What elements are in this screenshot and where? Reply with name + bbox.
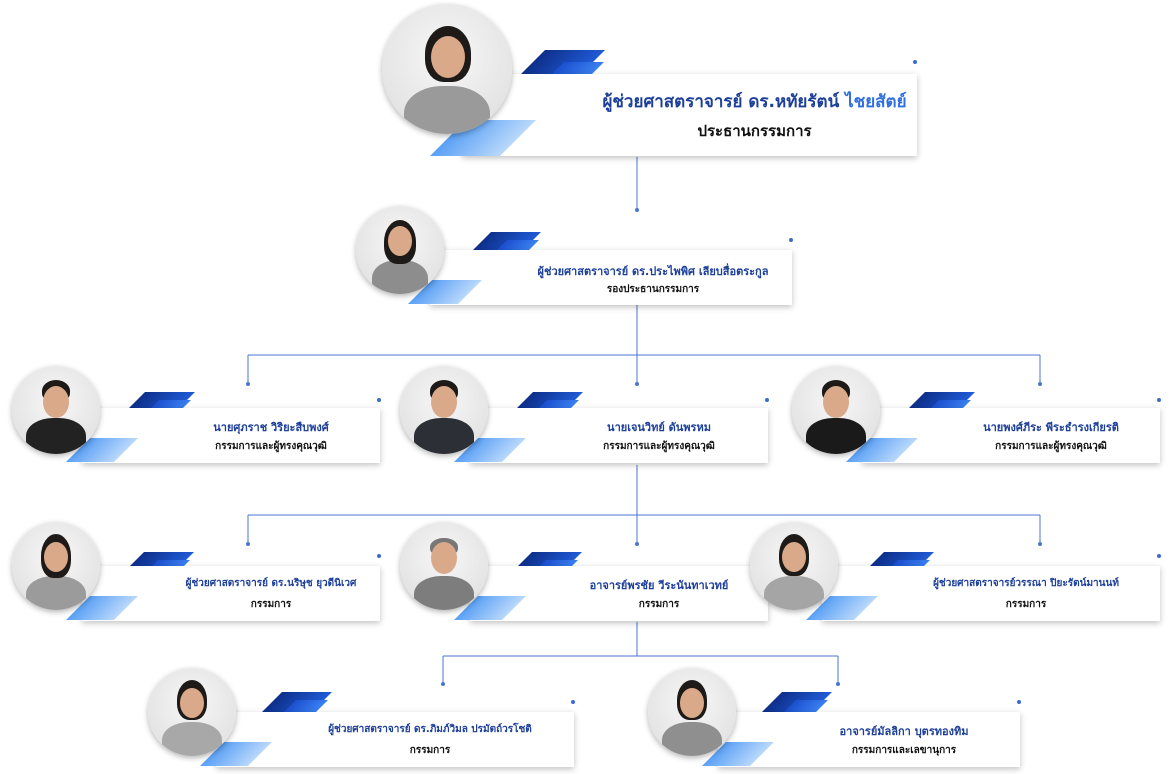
member-name: นายพงศ์ภีระ พีระธำรงเกียรติ [983, 421, 1119, 434]
member-card: ผู้ช่วยศาสตราจารย์ ดร.ประไพพิศ เลียบสื่อ… [430, 250, 792, 305]
member-card: ผู้ช่วยศาสตราจารย์ ดร.ภิมภ์วิมล ปรมัตถ์ว… [216, 712, 574, 767]
member-name: ผู้ช่วยศาสตราจารย์ ดร.ภิมภ์วิมล ปรมัตถ์ว… [328, 724, 532, 735]
member-name: ผู้ช่วยศาสตราจารย์วรรณา ปิยะรัตน์มานนท์ [933, 578, 1119, 589]
member-photo [148, 668, 236, 756]
member-role: กรรมการ [1005, 599, 1047, 610]
member-name: ผู้ช่วยศาสตราจารย์ ดร.นริษุช ยุวดีนิเวศ [185, 578, 357, 589]
member-role: ประธานกรรมการ [697, 122, 812, 140]
member-name: นายศุภราช วิริยะสืบพงศ์ [213, 421, 329, 434]
member-card: ผู้ช่วยศาสตราจารย์วรรณา ปิยะรัตน์มานนท์ … [822, 566, 1160, 621]
member-photo [648, 668, 736, 756]
member-role: กรรมการ [409, 745, 451, 756]
member-photo [400, 522, 488, 610]
member-role: กรรมการและผู้ทรงคุณวุฒิ [603, 441, 715, 452]
member-role: รองประธานกรรมการ [606, 284, 700, 295]
member-card: อาจารย์พรชัย วีระนันทาเวทย์ กรรมการ [470, 566, 768, 621]
member-role: กรรมการและเลขานุการ [851, 745, 957, 756]
member-name: ผู้ช่วยศาสตราจารย์ ดร.ประไพพิศ เลียบสื่อ… [537, 265, 769, 278]
member-role: กรรมการ [250, 599, 292, 610]
member-photo [750, 522, 838, 610]
member-name: นายเจนวิทย์ ดันพรหม [607, 421, 711, 434]
member-photo [792, 366, 880, 454]
member-role: กรรมการและผู้ทรงคุณวุฒิ [215, 441, 327, 452]
member-photo [400, 366, 488, 454]
member-card: ผู้ช่วยศาสตราจารย์ ดร.นริษุช ยุวดีนิเวศ … [82, 566, 380, 621]
member-photo [382, 4, 512, 134]
member-name: ผู้ช่วยศาสตราจารย์ ดร.หทัยรัตน์ [602, 92, 840, 112]
member-role: กรรมการและผู้ทรงคุณวุฒิ [995, 441, 1107, 452]
member-name: อาจารย์มัลลิกา บุตรทองทิม [839, 725, 969, 738]
member-photo [12, 522, 100, 610]
member-card: นายพงศ์ภีระ พีระธำรงเกียรติ กรรมการและผู… [862, 408, 1160, 463]
member-card: อาจารย์มัลลิกา บุตรทองทิม กรรมการและเลขา… [718, 712, 1020, 767]
member-photo [356, 206, 444, 294]
member-role: กรรมการ [638, 599, 680, 610]
member-photo [12, 366, 100, 454]
member-card: นายเจนวิทย์ ดันพรหม กรรมการและผู้ทรงคุณว… [470, 408, 768, 463]
member-surname: ไชยสัตย์ [845, 92, 907, 112]
member-card: นายศุภราช วิริยะสืบพงศ์ กรรมการและผู้ทรง… [82, 408, 380, 463]
member-card: ผู้ช่วยศาสตราจารย์ ดร.หทัยรัตน์ ไชยสัตย์… [462, 74, 917, 156]
member-name: อาจารย์พรชัย วีระนันทาเวทย์ [589, 579, 729, 592]
